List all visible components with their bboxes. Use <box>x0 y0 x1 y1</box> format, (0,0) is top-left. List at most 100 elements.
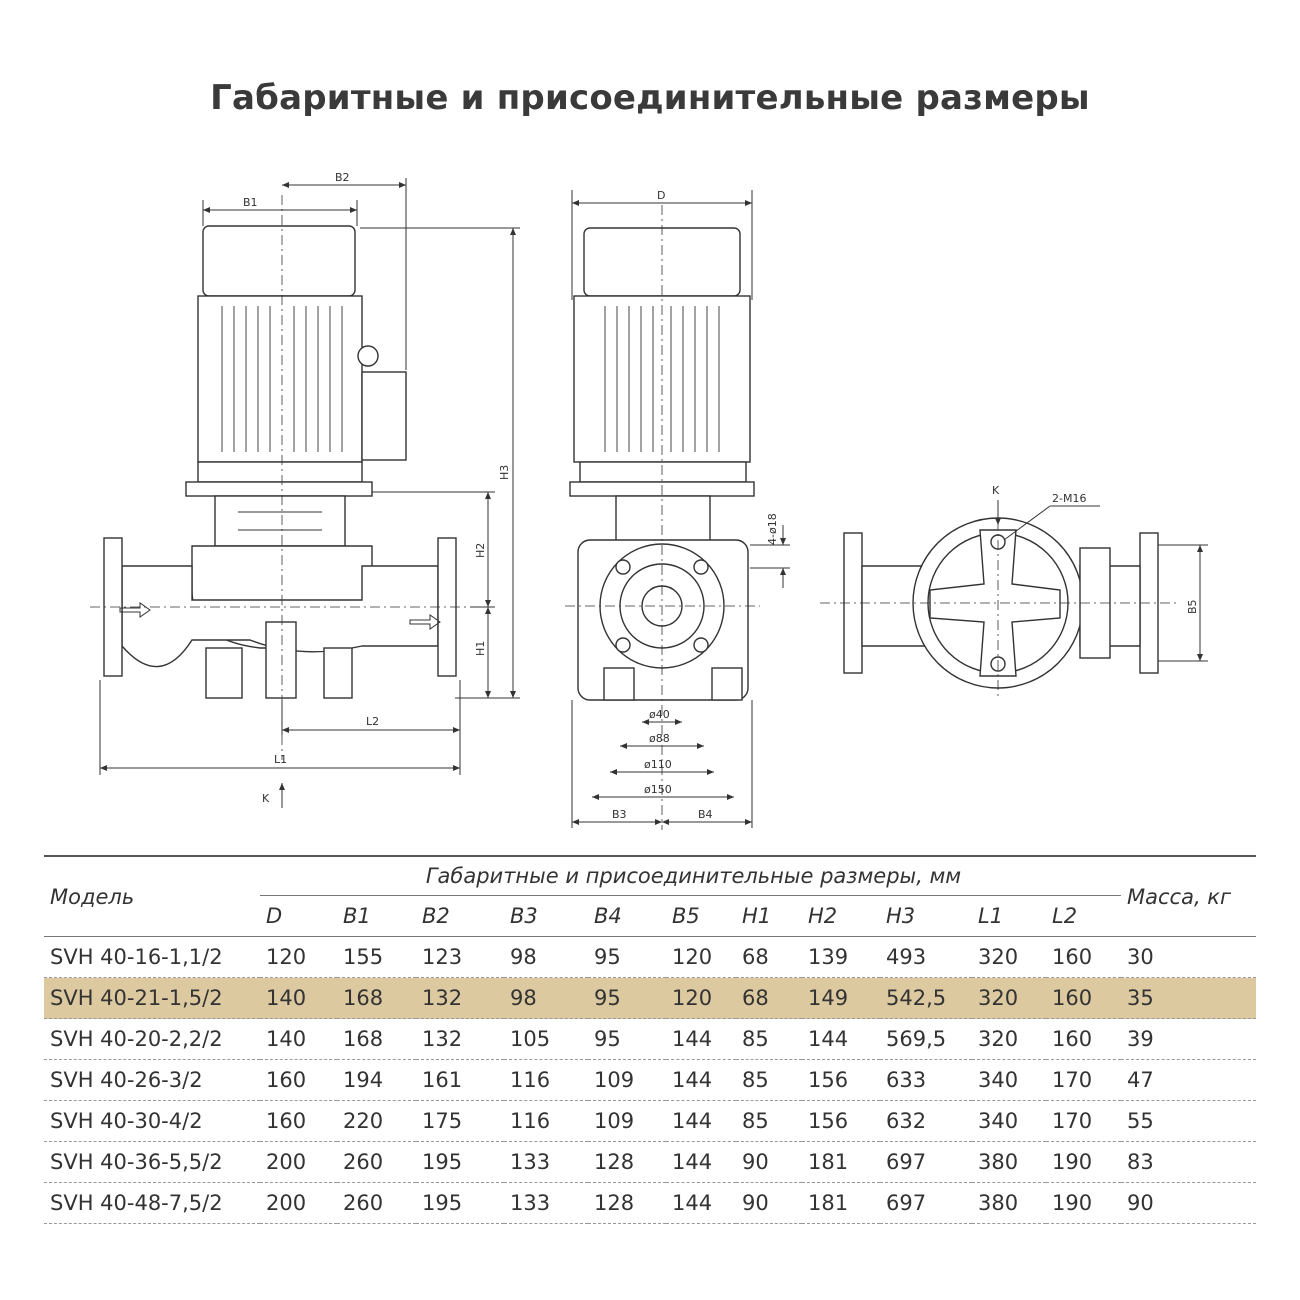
table-cell: 542,5 <box>880 977 972 1019</box>
table-cell: 95 <box>588 1018 666 1060</box>
table-cell: SVH 40-20-2,2/2 <box>44 1018 260 1060</box>
header-model: Модель <box>44 855 260 937</box>
table-cell: 320 <box>972 1018 1046 1060</box>
table-cell: 144 <box>666 1141 736 1183</box>
table-cell: SVH 40-26-3/2 <box>44 1059 260 1101</box>
table-cell: 175 <box>416 1100 504 1142</box>
table-cell: 200 <box>260 1182 337 1224</box>
dim-label-b4: B4 <box>698 808 713 821</box>
dim-label-l1: L1 <box>274 753 287 766</box>
table-cell: 83 <box>1121 1141 1256 1183</box>
dim-label-holes: 4-ø18 <box>766 513 779 545</box>
table-cell: 320 <box>972 936 1046 978</box>
dim-label-k-front: K <box>262 792 270 805</box>
table-cell: SVH 40-48-7,5/2 <box>44 1182 260 1224</box>
table-cell: 39 <box>1121 1018 1256 1060</box>
table-cell: 120 <box>666 936 736 978</box>
table-cell: 144 <box>666 1100 736 1142</box>
table-cell: 160 <box>1046 936 1121 978</box>
table-cell: 190 <box>1046 1182 1121 1224</box>
table-cell: 260 <box>337 1182 416 1224</box>
table-cell: 68 <box>736 936 802 978</box>
table-cell: 160 <box>260 1059 337 1101</box>
table-cell: 155 <box>337 936 416 978</box>
table-cell: SVH 40-16-1,1/2 <box>44 936 260 978</box>
dim-label-h1: H1 <box>474 641 487 656</box>
table-cell: 380 <box>972 1141 1046 1183</box>
table-cell: 220 <box>337 1100 416 1142</box>
dim-label-d: D <box>657 189 665 202</box>
table-cell: 161 <box>416 1059 504 1101</box>
table-cell: 132 <box>416 977 504 1019</box>
table-cell: 90 <box>1121 1182 1256 1224</box>
column-header: L2 <box>1046 895 1121 937</box>
table-cell: 128 <box>588 1182 666 1224</box>
table-cell: 123 <box>416 936 504 978</box>
table-cell: 149 <box>802 977 880 1019</box>
dim-label-bolts: 2-M16 <box>1052 492 1086 505</box>
table-cell: 144 <box>802 1018 880 1060</box>
table-cell: 30 <box>1121 936 1256 978</box>
table-cell: 170 <box>1046 1100 1121 1142</box>
table-cell: 105 <box>504 1018 588 1060</box>
dim-label-b1: B1 <box>243 196 258 209</box>
table-cell: 116 <box>504 1100 588 1142</box>
table-cell: 144 <box>666 1182 736 1224</box>
table-cell: 260 <box>337 1141 416 1183</box>
table-cell: 68 <box>736 977 802 1019</box>
column-header: H2 <box>802 895 880 937</box>
table-cell: 156 <box>802 1059 880 1101</box>
column-header: B3 <box>504 895 588 937</box>
column-header: H3 <box>880 895 972 937</box>
table-cell: 55 <box>1121 1100 1256 1142</box>
column-header: D <box>260 895 337 937</box>
table-cell: 95 <box>588 936 666 978</box>
table-cell: 160 <box>1046 977 1121 1019</box>
dimension-drawing: B1 B2 H3 H2 H1 L2 L1 K <box>90 171 1208 830</box>
table-cell: 320 <box>972 977 1046 1019</box>
table-cell: 140 <box>260 1018 337 1060</box>
dim-label-d40: ø40 <box>649 708 670 721</box>
header-mass: Масса, кг <box>1121 855 1256 937</box>
front-view: B1 B2 H3 H2 H1 L2 L1 K <box>90 171 520 808</box>
table-cell: SVH 40-30-4/2 <box>44 1100 260 1142</box>
top-view: K 2-M16 B5 <box>820 484 1208 700</box>
table-cell: 190 <box>1046 1141 1121 1183</box>
table-cell: 109 <box>588 1100 666 1142</box>
column-header: B4 <box>588 895 666 937</box>
table-cell: 633 <box>880 1059 972 1101</box>
table-cell: 160 <box>260 1100 337 1142</box>
dim-label-k-top: K <box>992 484 1000 497</box>
table-cell: 160 <box>1046 1018 1121 1060</box>
table-cell: 168 <box>337 1018 416 1060</box>
table-cell: 170 <box>1046 1059 1121 1101</box>
dim-label-b2: B2 <box>335 171 350 184</box>
table-cell: 380 <box>972 1182 1046 1224</box>
table-cell: 35 <box>1121 977 1256 1019</box>
table-cell: 133 <box>504 1141 588 1183</box>
column-header: B2 <box>416 895 504 937</box>
table-cell: 90 <box>736 1141 802 1183</box>
table-cell: 200 <box>260 1141 337 1183</box>
table-cell: 98 <box>504 977 588 1019</box>
table-cell: 156 <box>802 1100 880 1142</box>
side-view: D 4-ø18 ø40 ø88 ø110 ø150 B3 B4 <box>565 189 790 830</box>
table-cell: 116 <box>504 1059 588 1101</box>
table-cell: SVH 40-36-5,5/2 <box>44 1141 260 1183</box>
table-cell: 168 <box>337 977 416 1019</box>
table-cell: 133 <box>504 1182 588 1224</box>
table-cell: 195 <box>416 1141 504 1183</box>
table-cell: 144 <box>666 1059 736 1101</box>
table-cell: 85 <box>736 1059 802 1101</box>
table-cell: 194 <box>337 1059 416 1101</box>
table-cell: 632 <box>880 1100 972 1142</box>
table-cell: 181 <box>802 1182 880 1224</box>
column-header: B1 <box>337 895 416 937</box>
